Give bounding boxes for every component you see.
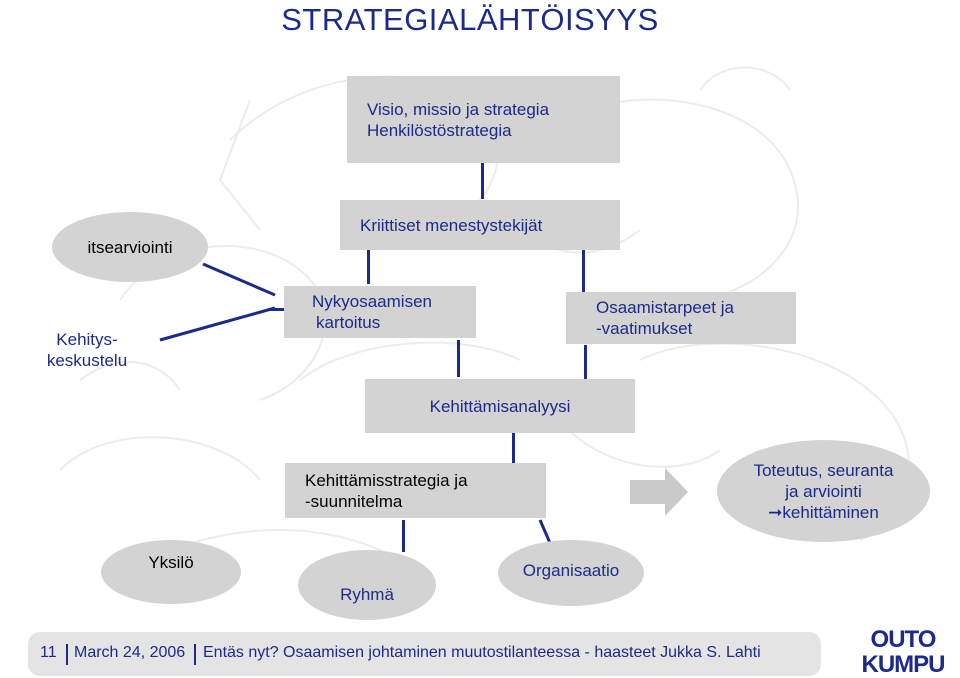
group-oval: Ryhmä xyxy=(298,550,436,620)
page-number: 11 xyxy=(40,644,57,661)
current-competence-line2: kartoitus xyxy=(316,313,381,332)
footer-title: Entäs nyt? Osaamisen johtaminen muutosti… xyxy=(203,644,761,661)
development-discussion-line2: keskustelu xyxy=(46,351,128,370)
vision-strategy-line2: Henkilöstöstrategia xyxy=(367,120,512,140)
individual-label: Yksilö xyxy=(148,553,194,572)
critical-success-factors-box: Kriittiset menestystekijät xyxy=(340,200,620,250)
connector xyxy=(367,250,370,284)
connector xyxy=(512,433,515,463)
connector xyxy=(402,520,405,552)
organisation-label: Organisaatio xyxy=(522,560,620,580)
development-discussion-line1: Kehitys- xyxy=(56,330,118,349)
footer-separator xyxy=(66,644,68,665)
connector xyxy=(457,340,460,377)
development-strategy-box: Kehittämisstrategia ja -suunnitelma xyxy=(285,463,546,518)
group-label: Ryhmä xyxy=(340,584,394,604)
logo-line2: KUMPU xyxy=(862,651,945,677)
development-analysis-box: Kehittämisanalyysi xyxy=(365,379,635,433)
self-assessment-oval: itsearviointi xyxy=(52,212,208,282)
logo-line1: OUTO xyxy=(871,626,936,653)
development-analysis-label: Kehittämisanalyysi xyxy=(429,396,571,416)
implementation-line3-text: kehittäminen xyxy=(782,502,879,522)
implementation-oval: Toteutus, seuranta ja arviointi ➞kehittä… xyxy=(717,440,930,542)
implementation-line1: Toteutus, seuranta xyxy=(753,460,894,480)
implementation-line3: ➞kehittäminen xyxy=(768,502,879,523)
footer-separator xyxy=(194,644,196,665)
connector xyxy=(582,250,585,292)
self-assessment-label: itsearviointi xyxy=(87,237,173,257)
outokumpu-logo: OUTO KUMPU xyxy=(862,626,946,677)
competence-needs-box: Osaamistarpeet ja -vaatimukset xyxy=(566,292,796,344)
individual-oval: Yksilö xyxy=(101,540,241,604)
page-title: STRATEGIALÄHTÖISYYS xyxy=(281,2,659,37)
development-discussion-oval: Kehitys- keskustelu xyxy=(12,300,162,400)
vision-strategy-box: Visio, missio ja strategia Henkilöstöstr… xyxy=(347,76,620,163)
competence-needs-line2: -vaatimukset xyxy=(596,319,693,338)
development-strategy-line2: -suunnitelma xyxy=(305,491,403,511)
footer-date: March 24, 2006 xyxy=(74,644,186,661)
current-competence-line1: Nykyosaamisen xyxy=(312,292,432,311)
right-arrow-icon: ➞ xyxy=(768,502,783,522)
implementation-line2: ja arviointi xyxy=(785,481,862,501)
current-competence-box: Nykyosaamisen kartoitus xyxy=(284,286,476,338)
critical-success-factors-label: Kriittiset menestystekijät xyxy=(360,215,543,235)
vision-strategy-line1: Visio, missio ja strategia xyxy=(367,99,550,119)
right-arrow-shape xyxy=(630,468,688,516)
connector xyxy=(584,345,587,379)
connector xyxy=(270,308,286,311)
competence-needs-line1: Osaamistarpeet ja xyxy=(596,298,734,317)
connector xyxy=(481,163,484,199)
footer-bar: 11 March 24, 2006 Entäs nyt? Osaamisen j… xyxy=(28,632,821,676)
development-strategy-line1: Kehittämisstrategia ja xyxy=(305,470,468,490)
organisation-oval: Organisaatio xyxy=(498,540,644,606)
